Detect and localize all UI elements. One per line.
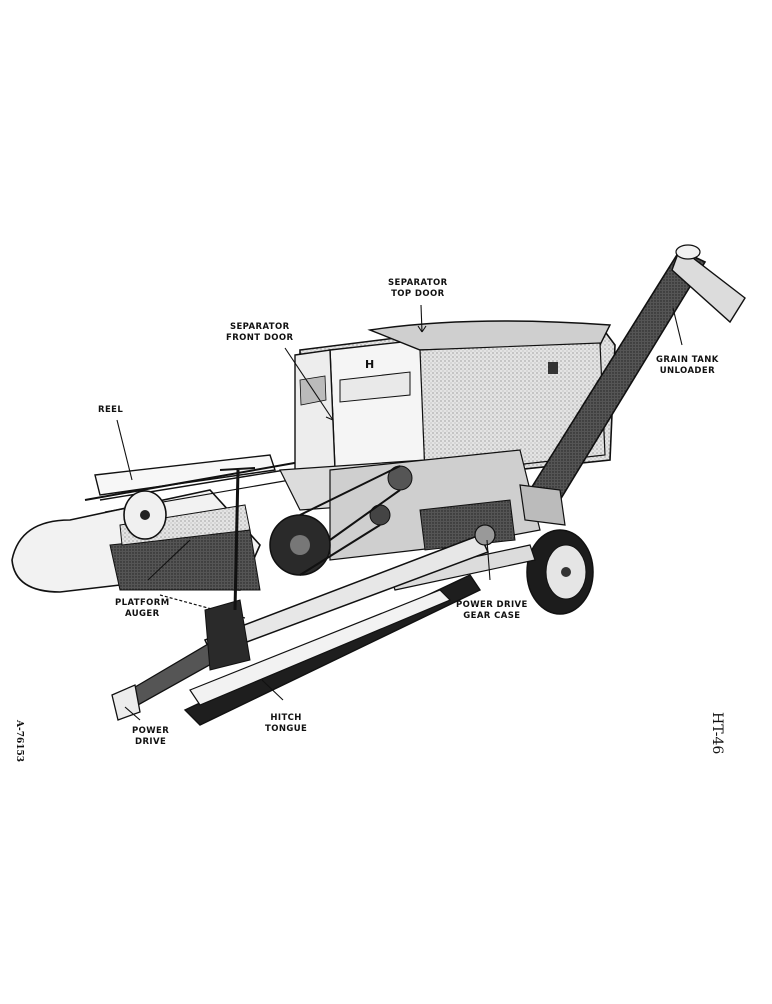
page-code: HT-46 [709, 712, 725, 755]
power-drive-shaft [111, 467, 496, 721]
grain-tank-unloader [519, 244, 746, 526]
svg-text:H: H [365, 358, 374, 371]
leader-power-drive [124, 706, 141, 721]
label-hitch-tongue: HITCH TONGUE [265, 713, 308, 734]
leader-grain-tank-unloader [672, 307, 683, 346]
label-platform-auger: PLATFORM AUGER [115, 598, 170, 619]
wheel [526, 529, 594, 615]
label-separator-front-door: SEPARATOR FRONT DOOR [226, 322, 294, 343]
leader-platform-auger [147, 539, 191, 581]
reel [84, 454, 301, 540]
label-reel: REEL [98, 405, 124, 415]
leader-reel [116, 419, 133, 481]
hitch-tongue [183, 544, 536, 726]
label-power-drive: POWER DRIVE [132, 726, 170, 747]
header-platform [11, 489, 261, 619]
label-separator-top-door: SEPARATOR TOP DOOR [388, 278, 448, 299]
leader-separator-top-door [420, 304, 423, 333]
leader-power-drive-gear-case [486, 539, 491, 581]
leader-separator-front-door [284, 347, 334, 421]
label-grain-tank-unloader: GRAIN TANK UNLOADER [656, 355, 719, 376]
figure-code: A-76153 [14, 720, 24, 763]
separator-body: H [279, 320, 616, 511]
leader-lines [116, 304, 683, 721]
label-power-drive-gear-case: POWER DRIVE GEAR CASE [456, 600, 528, 621]
leader-hitch-tongue [261, 679, 284, 701]
